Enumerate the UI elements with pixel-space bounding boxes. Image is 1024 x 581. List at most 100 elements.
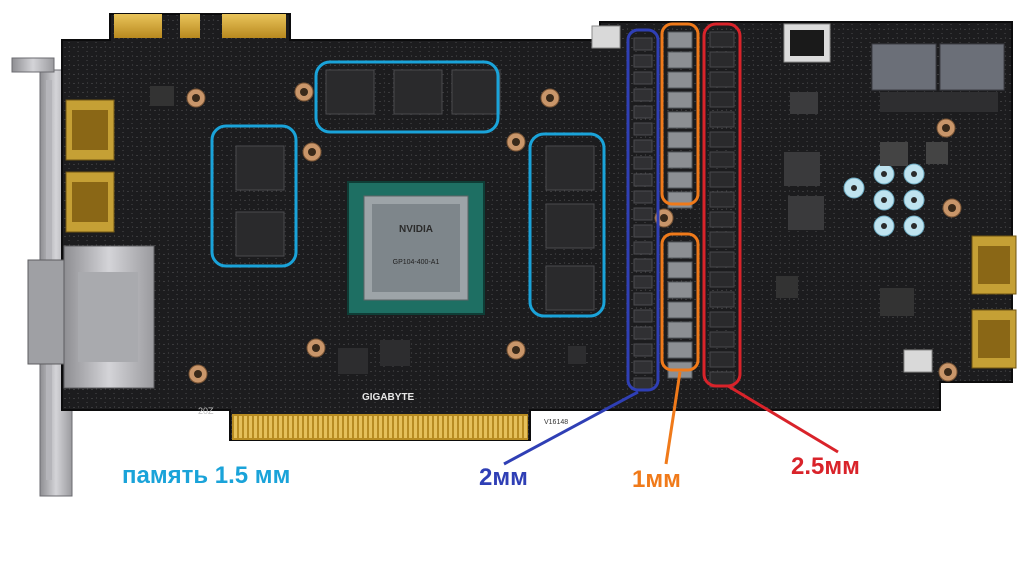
mounting-hole-center: [948, 204, 956, 212]
right-side-connectors: [591, 23, 1017, 373]
silkscreen-v16148: V16148: [544, 419, 568, 426]
choke: [667, 131, 693, 149]
mounting-hole-center: [312, 344, 320, 352]
vrm-component: [633, 207, 653, 221]
highlight-2-5mm: [702, 22, 839, 454]
pcie-pin: [244, 416, 247, 438]
pcie-pin: [459, 416, 462, 438]
mounting-hole-center: [308, 148, 316, 156]
pcie-pin: [519, 416, 522, 438]
vram-chip: [545, 265, 595, 311]
pcie-pin: [394, 416, 397, 438]
capacitors: [843, 163, 925, 237]
pcie-pin: [469, 416, 472, 438]
pcie-pin: [334, 416, 337, 438]
pcie-pin: [524, 416, 527, 438]
choke: [667, 71, 693, 89]
vrm-25mm-mosfets: [709, 31, 735, 388]
pcie-pin: [249, 416, 252, 438]
capacitor-top: [881, 171, 887, 177]
mounting-hole-center: [660, 214, 668, 222]
mosfet: [709, 131, 735, 148]
gpu-model-text: GP104-400-A1: [393, 259, 440, 266]
choke: [667, 51, 693, 69]
pcie-pin: [479, 416, 482, 438]
mosfet: [709, 231, 735, 248]
vram-chip: [325, 69, 375, 115]
capacitor-top: [881, 197, 887, 203]
mounting-hole-center: [300, 88, 308, 96]
mosfet: [709, 51, 735, 68]
mounting-hole-center: [194, 370, 202, 378]
choke: [667, 111, 693, 129]
pcie-pin: [284, 416, 287, 438]
mosfet: [709, 291, 735, 308]
vrm-component: [633, 105, 653, 119]
mosfet: [709, 191, 735, 208]
pcie-pin: [279, 416, 282, 438]
pcie-pin: [259, 416, 262, 438]
brand-silkscreen: GIGABYTE: [362, 392, 415, 403]
pcie-pin: [379, 416, 382, 438]
pad-2mm-label: 2мм: [479, 464, 528, 491]
pcie-pin: [489, 416, 492, 438]
pcie-pin: [439, 416, 442, 438]
pad-2-5mm-label: 2.5мм: [791, 453, 860, 480]
pad-1mm-label: 1мм: [632, 466, 681, 493]
pcie-pin: [404, 416, 407, 438]
choke: [667, 281, 693, 299]
choke: [667, 321, 693, 339]
vram-chip: [235, 145, 285, 191]
pcie-pin: [299, 416, 302, 438]
pcie-pin: [384, 416, 387, 438]
choke: [667, 171, 693, 189]
capacitor-top: [911, 223, 917, 229]
pcie-pin: [359, 416, 362, 438]
highlight-1mm: [660, 22, 700, 465]
gpu-brand-text: NVIDIA: [399, 224, 433, 235]
pcie-pin: [389, 416, 392, 438]
vrm-1mm-chokes: [667, 31, 693, 379]
mosfet: [709, 111, 735, 128]
mounting-hole-center: [512, 346, 520, 354]
pcie-pin: [234, 416, 237, 438]
mosfet: [709, 31, 735, 48]
choke: [667, 191, 693, 209]
pcie-pin: [429, 416, 432, 438]
mosfet: [709, 91, 735, 108]
mounting-hole-center: [944, 368, 952, 376]
vram-chip: [545, 145, 595, 191]
choke: [667, 301, 693, 319]
choke: [667, 151, 693, 169]
mounting-hole-center: [192, 94, 200, 102]
mosfet: [709, 171, 735, 188]
pcie-pin: [414, 416, 417, 438]
pcie-pin: [329, 416, 332, 438]
choke: [667, 261, 693, 279]
pcie-pin: [454, 416, 457, 438]
pcie-pin: [294, 416, 297, 438]
vrm-component: [633, 275, 653, 289]
pcie-connector: [232, 414, 528, 440]
choke: [667, 341, 693, 359]
vrm-component: [633, 241, 653, 255]
pcie-pin: [424, 416, 427, 438]
vrm-component: [633, 173, 653, 187]
vrm-component: [633, 309, 653, 323]
top-gold-fingers: [114, 14, 286, 38]
mounting-hole-center: [546, 94, 554, 102]
vrm-component: [633, 139, 653, 153]
mosfet: [709, 271, 735, 288]
pcie-pin: [504, 416, 507, 438]
mosfet: [709, 351, 735, 368]
vrm-component: [633, 326, 653, 340]
pcie-pin: [269, 416, 272, 438]
pcie-pin: [419, 416, 422, 438]
mosfet: [709, 71, 735, 88]
pcie-pin: [434, 416, 437, 438]
mounting-hole-center: [942, 124, 950, 132]
memory-highlight-boxes: [210, 60, 606, 318]
mosfet: [709, 331, 735, 348]
